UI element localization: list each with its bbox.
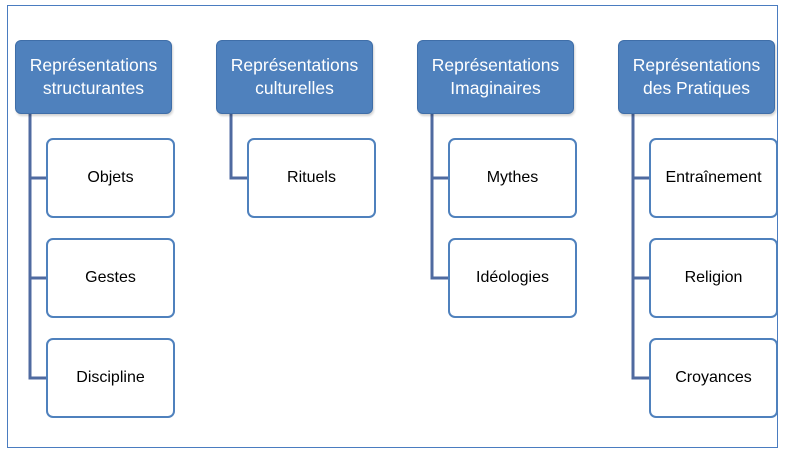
node-label: Religion: [684, 269, 743, 286]
header-label: Représentations Imaginaires: [431, 55, 560, 98]
node-gestes: Gestes: [46, 238, 175, 318]
header-label: Représentations culturelles: [230, 55, 359, 98]
header-representations-culturelles: Représentations culturelles: [216, 40, 373, 114]
node-label: Entraînement: [665, 169, 762, 186]
header-label: Représentations structurantes: [29, 55, 158, 98]
node-mythes: Mythes: [448, 138, 577, 218]
node-label: Gestes: [85, 269, 136, 286]
header-representations-structurantes: Représentations structurantes: [15, 40, 172, 114]
node-label: Croyances: [675, 369, 752, 386]
diagram-frame: [7, 5, 778, 448]
node-entrainement: Entraînement: [649, 138, 778, 218]
header-representations-imaginaires: Représentations Imaginaires: [417, 40, 574, 114]
node-religion: Religion: [649, 238, 778, 318]
node-discipline: Discipline: [46, 338, 175, 418]
node-label: Objets: [87, 169, 134, 186]
node-label: Discipline: [76, 369, 145, 386]
node-rituels: Rituels: [247, 138, 376, 218]
node-croyances: Croyances: [649, 338, 778, 418]
header-representations-des-pratiques: Représentations des Pratiques: [618, 40, 775, 114]
node-objets: Objets: [46, 138, 175, 218]
header-label: Représentations des Pratiques: [632, 55, 761, 98]
node-label: Idéologies: [476, 269, 549, 286]
node-label: Mythes: [486, 169, 539, 186]
node-label: Rituels: [287, 169, 336, 186]
node-ideologies: Idéologies: [448, 238, 577, 318]
